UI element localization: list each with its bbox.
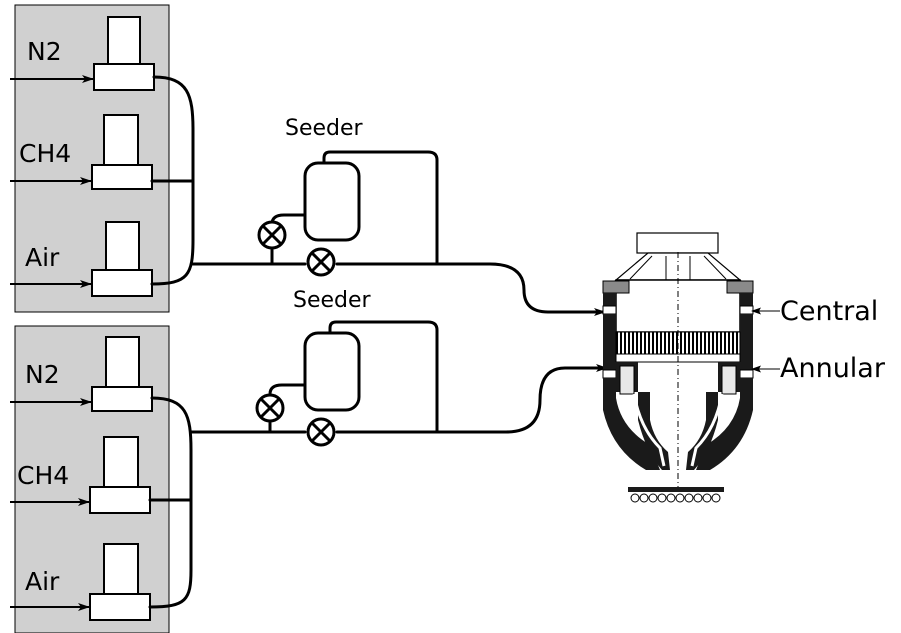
gas-label-n2: N2 (27, 37, 62, 66)
mfc-body (89, 593, 151, 621)
mfc-air-bottom: Air (10, 543, 151, 621)
mfc-head (107, 16, 141, 65)
mfc-ch4-bottom: CH4 (10, 436, 151, 514)
outer-nozzle-left (603, 378, 660, 470)
mfc-body (91, 164, 153, 190)
exit-plate (628, 487, 724, 492)
gas-label-ch4: CH4 (17, 461, 69, 490)
main-line-bottom (189, 366, 606, 434)
gas-label-air: Air (25, 243, 60, 272)
panel-background (14, 4, 170, 313)
mfc-head (105, 336, 140, 388)
mfc-head (105, 221, 140, 271)
bead-bed (630, 493, 721, 503)
mfc-body (93, 63, 155, 91)
mfc-ch4-top: CH4 (10, 114, 153, 190)
annular-port-label: Annular (780, 353, 886, 384)
burner-cross-section: Central Annular (602, 232, 886, 503)
seeder-line-bottom: Seeder (189, 288, 608, 447)
mfc-head (103, 436, 139, 488)
gas-label-n2: N2 (25, 360, 60, 389)
seeder-vessel (303, 161, 361, 242)
mfc-head (103, 543, 139, 595)
mfc-air-top: Air (10, 221, 153, 297)
mfc-n2-bottom: N2 (10, 336, 153, 412)
manifold-bottom (148, 396, 193, 609)
mfc-n2-top: N2 (10, 16, 155, 91)
burner-top-plate (636, 232, 719, 254)
main-line-top (191, 262, 604, 314)
supply-panel-bottom: N2 CH4 Air (10, 325, 193, 633)
mfc-body (91, 386, 153, 412)
central-port-label: Central (780, 296, 878, 327)
seeder-return-pipe (328, 320, 439, 434)
outer-nozzle-right (696, 378, 753, 470)
inline-valve-icon (306, 247, 336, 277)
seeder-label-bottom: Seeder (293, 288, 372, 313)
seeder-inlet-pipe (268, 383, 307, 396)
gas-label-ch4: CH4 (19, 139, 71, 168)
mfc-body (91, 269, 153, 297)
manifold-top (150, 75, 195, 286)
mfc-head (103, 114, 139, 166)
mfc-body (89, 486, 151, 514)
bypass-valve-icon (257, 220, 287, 250)
bypass-valve-icon (255, 393, 285, 423)
seeder-line-top: Seeder (191, 116, 606, 316)
gas-label-air: Air (25, 567, 60, 596)
seeder-return-pipe (322, 150, 439, 266)
seeder-label-top: Seeder (285, 116, 364, 141)
seeder-vessel (303, 331, 361, 412)
panel-background (14, 325, 170, 633)
supply-panel-top: N2 CH4 Air (10, 4, 195, 313)
inline-valve-icon (306, 417, 336, 447)
